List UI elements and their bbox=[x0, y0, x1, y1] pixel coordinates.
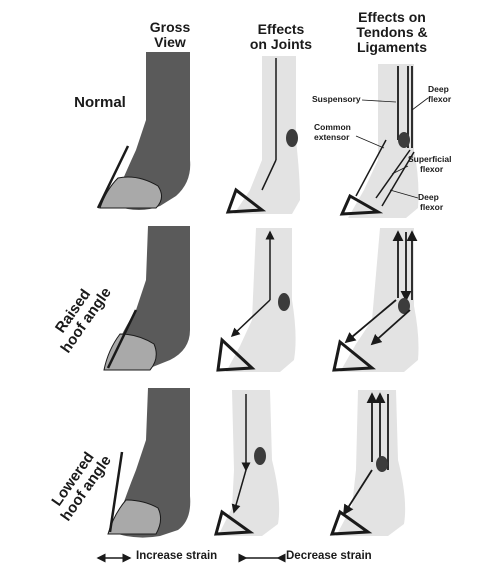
pastern-line bbox=[261, 159, 277, 191]
sesamoid bbox=[398, 132, 410, 148]
sesamoid bbox=[278, 293, 290, 311]
header-joints-line-1: Effects bbox=[257, 21, 305, 37]
label-common-extensor-2: extensor bbox=[314, 132, 350, 142]
sesamoid bbox=[254, 447, 266, 465]
sesamoid bbox=[398, 298, 410, 314]
tendons-raised bbox=[332, 228, 419, 372]
legend-increase-label: Increase strain bbox=[136, 550, 218, 562]
label-deep-flexor-top-1: Deep bbox=[428, 84, 449, 94]
label-superficial-flexor-2: flexor bbox=[420, 164, 444, 174]
label-deep-flexor-bottom-2: flexor bbox=[420, 202, 444, 212]
bone-column bbox=[336, 390, 406, 536]
hoof-angle-line bbox=[106, 309, 138, 369]
leader-deep-flexor-bottom bbox=[389, 189, 419, 199]
legend-decrease-label: Decrease strain bbox=[286, 550, 372, 562]
header-gross-view: Gross View bbox=[140, 20, 200, 50]
header-tendons: Effects on Tendons & Ligaments bbox=[332, 10, 452, 55]
coffin-bone-triangle bbox=[225, 187, 267, 214]
label-deep-flexor-bottom-1: Deep bbox=[418, 192, 439, 202]
coffin-bone-triangle bbox=[329, 509, 373, 536]
gross-view-lowered bbox=[107, 388, 191, 538]
joints-raised bbox=[216, 228, 296, 372]
deep-flexor-lower bbox=[381, 151, 415, 207]
gross-view-normal bbox=[96, 52, 191, 210]
header-tendons-line-1: Effects on bbox=[358, 9, 426, 25]
tendons-lowered bbox=[329, 390, 406, 536]
joints-lowered bbox=[214, 390, 280, 536]
sesamoid bbox=[376, 456, 388, 472]
hoof-shape bbox=[103, 333, 157, 371]
header-joints-line-2: on Joints bbox=[249, 36, 313, 52]
label-superficial-flexor-1: Superficial bbox=[408, 154, 451, 164]
bone-column bbox=[234, 56, 300, 214]
leader-common-extensor bbox=[355, 135, 385, 149]
coffin-bone-triangle bbox=[214, 509, 255, 536]
pastern-line bbox=[230, 299, 271, 338]
coffin-bone-triangle bbox=[339, 193, 384, 216]
common-extensor-tendon bbox=[355, 139, 387, 197]
tendons-normal: Suspensory Deep flexor Common extensor S… bbox=[312, 64, 452, 218]
bone-column bbox=[226, 228, 296, 372]
sesamoid bbox=[286, 129, 298, 147]
header-gross-view-line-1: Gross bbox=[149, 19, 191, 35]
leg-shape bbox=[112, 226, 190, 370]
flexor-line bbox=[370, 309, 411, 346]
gross-view-raised bbox=[103, 226, 190, 371]
row-label-normal: Normal bbox=[74, 94, 126, 111]
extensor-line bbox=[343, 469, 373, 516]
header-gross-view-line-2: View bbox=[154, 34, 186, 50]
extensor-line bbox=[344, 299, 397, 344]
coffin-bone-triangle bbox=[216, 336, 256, 372]
bone-column bbox=[348, 64, 419, 218]
header-joints: Effects on Joints bbox=[236, 22, 326, 52]
header-tendons-line-3: Ligaments bbox=[356, 39, 427, 55]
leader-suspensory bbox=[361, 99, 397, 103]
coffin-bone-triangle bbox=[332, 339, 376, 372]
hoof-shape bbox=[107, 499, 162, 535]
hoof-angle-line bbox=[96, 145, 130, 209]
label-suspensory: Suspensory bbox=[312, 94, 361, 104]
pastern-line bbox=[231, 469, 247, 514]
leg-shape bbox=[114, 52, 191, 210]
hoof-angle-line bbox=[108, 451, 124, 533]
superficial-flexor-tendon bbox=[375, 149, 411, 199]
joints-normal bbox=[225, 56, 300, 214]
label-common-extensor-1: Common bbox=[314, 122, 351, 132]
leader-superficial-flexor bbox=[391, 165, 409, 175]
header-tendons-line-2: Tendons & bbox=[356, 24, 428, 40]
hoof-shape bbox=[99, 176, 162, 209]
leader-deep-flexor-top bbox=[411, 97, 429, 111]
label-deep-flexor-top-2: flexor bbox=[428, 94, 452, 104]
